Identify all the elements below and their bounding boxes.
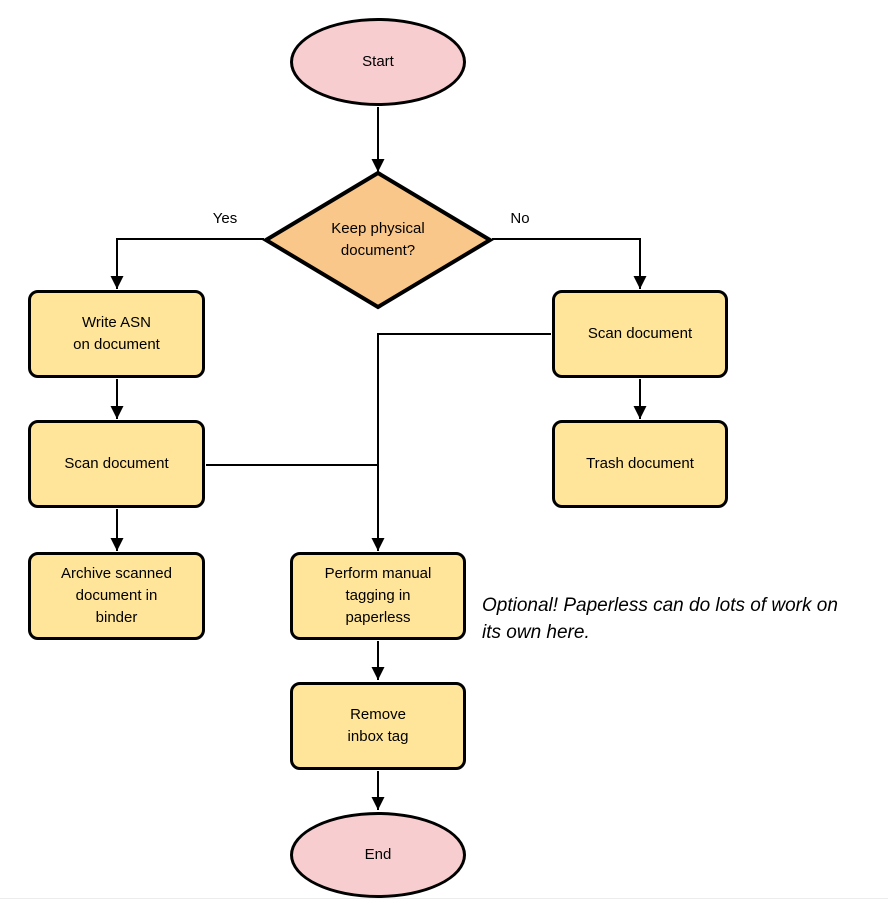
node-archive-in-binder: Archive scanned document in binder: [28, 552, 205, 640]
edge-scan-no-to-tagging: [371, 333, 551, 551]
node-remove-inbox-tag: Remove inbox tag: [290, 682, 466, 770]
node-scan-document-yes: Scan document: [28, 420, 205, 508]
node-decision: Keep physical document?: [331, 220, 425, 259]
node-scan-document-no: Scan document: [552, 290, 728, 378]
node-decision-shape: [262, 170, 494, 310]
node-write-asn: Write ASN on document: [28, 290, 205, 378]
edge-decision-yes-to-write-asn: [110, 238, 264, 289]
bottom-divider: [0, 898, 888, 899]
node-manual-tagging: Perform manual tagging in paperless: [290, 552, 466, 640]
annotation-optional-note: Optional! Paperless can do lots of work …: [482, 595, 838, 643]
node-start: Start: [290, 18, 466, 106]
node-end: End: [290, 812, 466, 898]
edge-label-no: No: [510, 210, 530, 227]
edge-decision-no-to-scan: [492, 238, 647, 289]
edge-label-yes: Yes: [212, 210, 238, 227]
node-trash-document: Trash document: [552, 420, 728, 508]
diamond-shape: [262, 170, 494, 310]
